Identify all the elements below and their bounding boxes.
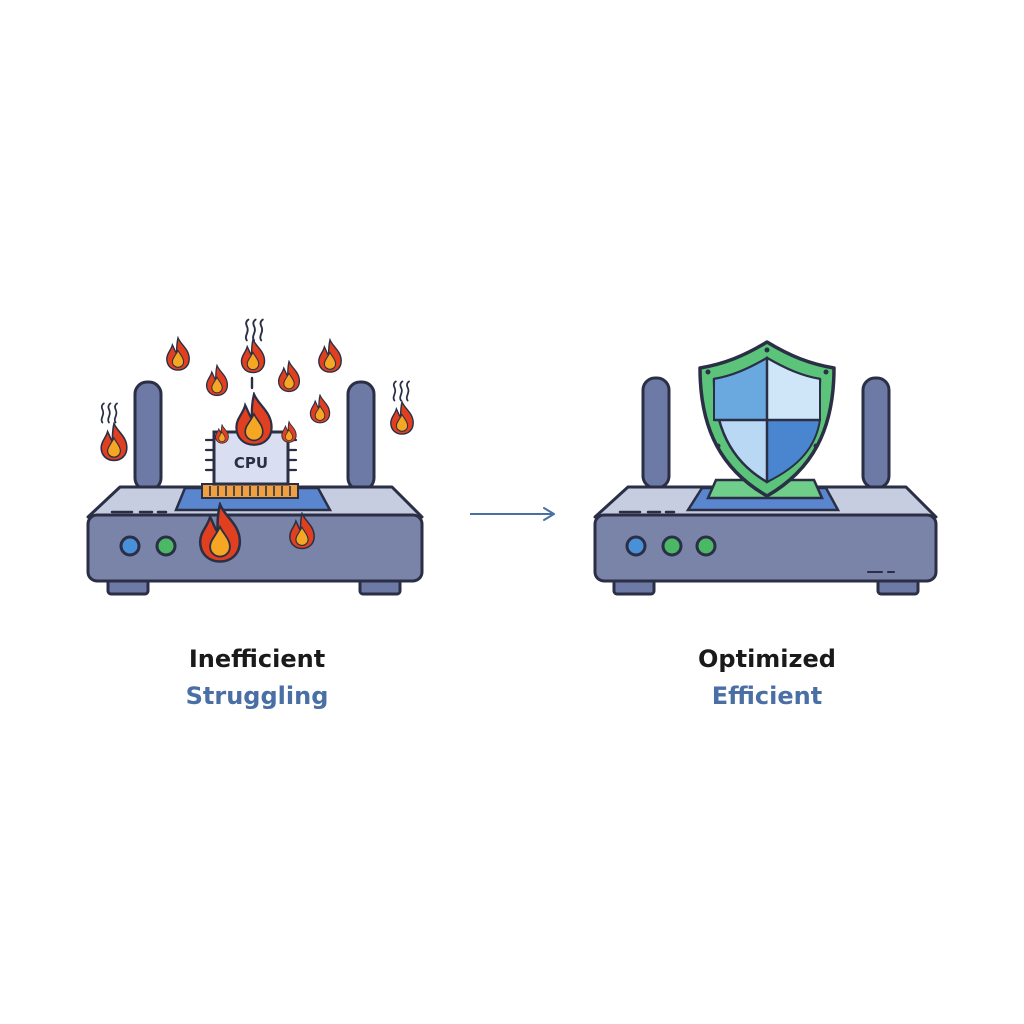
cpu-label: CPU bbox=[234, 454, 268, 472]
router-optimized bbox=[593, 340, 938, 596]
status-led-blue bbox=[119, 535, 141, 557]
label-optimized: Optimized bbox=[698, 645, 836, 673]
status-led-blue bbox=[625, 535, 647, 557]
status-led-green bbox=[661, 535, 683, 557]
label-efficient: Efficient bbox=[711, 682, 823, 710]
router-inefficient: CPU bbox=[86, 318, 424, 596]
status-led-green bbox=[155, 535, 177, 557]
shield-icon bbox=[698, 340, 836, 498]
caption-inefficient: Inefficient Struggling bbox=[57, 644, 457, 712]
caption-optimized: Optimized Efficient bbox=[567, 644, 967, 712]
smoke-icon bbox=[100, 318, 410, 424]
status-led-green-2 bbox=[695, 535, 717, 557]
arrow-right-icon bbox=[470, 507, 555, 521]
label-struggling: Struggling bbox=[185, 682, 329, 710]
label-inefficient: Inefficient bbox=[188, 645, 326, 673]
